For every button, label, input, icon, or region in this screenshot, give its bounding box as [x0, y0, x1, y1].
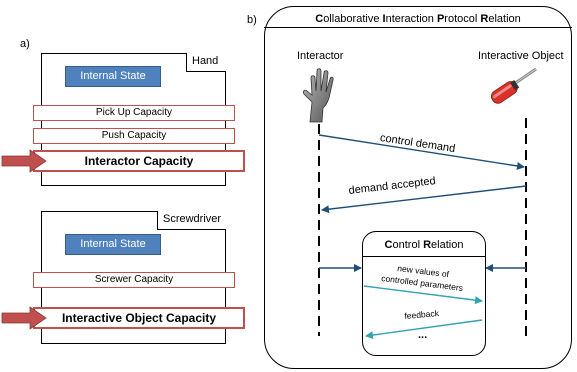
screwdriver-tag: Screwdriver [157, 211, 226, 230]
title-divider [264, 27, 572, 28]
protocol-relation-title: Collaborative Interaction Protocol Relat… [315, 13, 521, 25]
interactive-object-label: Interactive Object [478, 50, 564, 62]
control-relation-divider [362, 256, 486, 257]
red-arrow-icon [1, 149, 47, 173]
control-relation-arrows [363, 285, 483, 340]
protocol-relation-frame [264, 6, 572, 369]
screwer-capacity: Screwer Capacity [33, 272, 235, 288]
interactor-capacity: Interactor Capacity [33, 150, 245, 172]
push-capacity: Push Capacity [33, 128, 235, 144]
ellipsis: ... [418, 329, 428, 341]
red-arrow-icon [1, 306, 47, 330]
interactive-object-capacity: Interactive Object Capacity [33, 307, 245, 329]
hand-internal-state: Internal State [65, 66, 161, 87]
pick-up-capacity: Pick Up Capacity [33, 105, 235, 121]
screwdriver-icon [490, 67, 537, 104]
panel-a-label: a) [20, 38, 30, 50]
interactor-label: Interactor [297, 50, 344, 62]
hand-icon [302, 68, 334, 123]
panel-b-label: b) [247, 14, 257, 26]
sequence-lines [318, 118, 527, 336]
hand-tag: Hand [186, 53, 226, 72]
control-relation-title: Control Relation [384, 239, 464, 251]
screwdriver-internal-state: Internal State [65, 234, 161, 255]
